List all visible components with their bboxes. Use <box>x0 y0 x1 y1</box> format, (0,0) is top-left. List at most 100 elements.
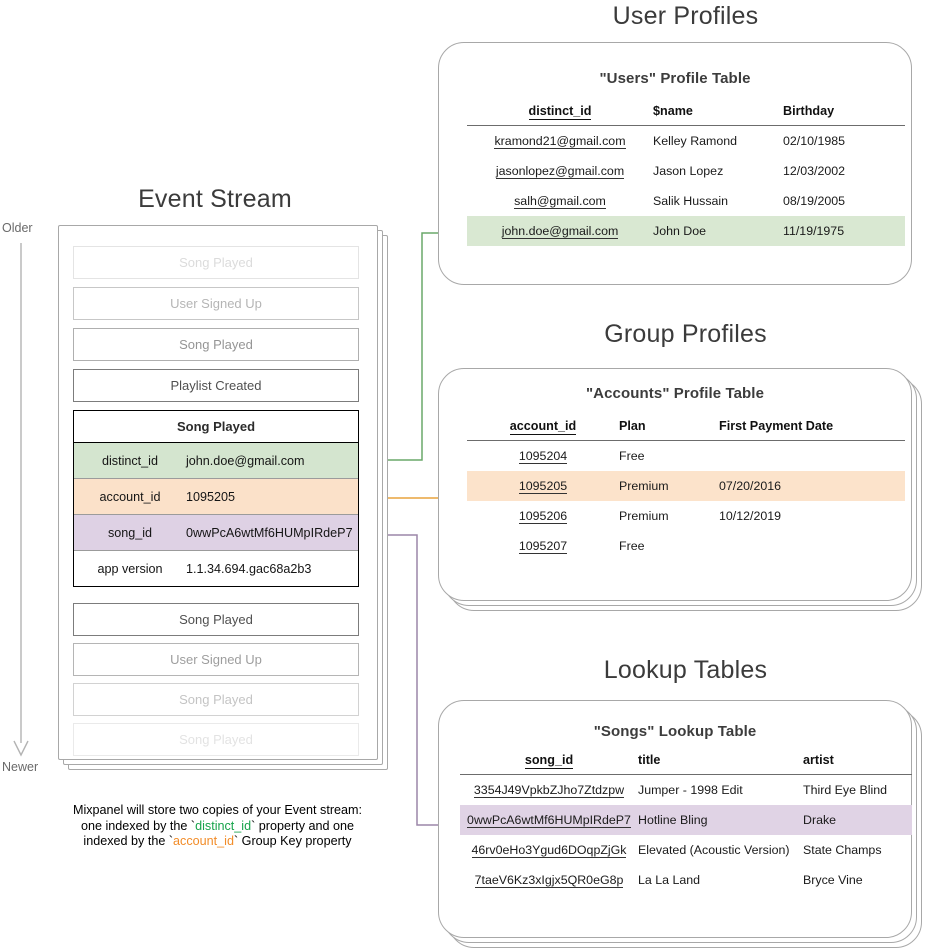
event-item-label: Song Played <box>179 692 253 707</box>
accounts-table-header-row: account_id Plan First Payment Date <box>467 419 905 441</box>
accounts-table-title: "Accounts" Profile Table <box>585 385 765 402</box>
selected-event-name: Song Played <box>74 411 358 443</box>
songs-col-song-id: song_id <box>524 753 574 769</box>
event-property-row-app-version[interactable]: app version 1.1.34.694.gac68a2b3 <box>74 551 358 587</box>
accounts-col-plan: Plan <box>619 419 646 433</box>
table-row[interactable]: salh@gmail.com Salik Hussain 08/19/2005 <box>467 186 905 216</box>
cell-title: Jumper - 1998 Edit <box>638 783 743 797</box>
cell-song-id: 46rv0eHo3Ygud6DOqpZjGk <box>471 843 627 858</box>
cell-artist: Drake <box>803 813 837 827</box>
songs-table-title: "Songs" Lookup Table <box>593 723 757 740</box>
users-table-wrapper: "Users" Profile Table distinct_id $name … <box>438 70 912 246</box>
cell-artist: State Champs <box>803 843 882 857</box>
table-row-highlighted[interactable]: 1095205 Premium 07/20/2016 <box>467 471 905 501</box>
users-table-header-row: distinct_id $name Birthday <box>467 104 905 126</box>
event-stream-caption: Mixpanel will store two copies of your E… <box>35 803 400 850</box>
cell-distinct-id: john.doe@gmail.com <box>501 224 619 239</box>
cell-birthday: 08/19/2005 <box>783 194 846 208</box>
songs-table-header-row: song_id title artist <box>460 753 912 775</box>
accounts-table: account_id Plan First Payment Date 10952… <box>467 419 905 561</box>
cell-title: La La Land <box>638 873 701 887</box>
cell-plan: Free <box>619 449 645 463</box>
cell-plan: Premium <box>619 509 669 523</box>
selected-event-card[interactable]: Song Played distinct_id john.doe@gmail.c… <box>73 410 359 587</box>
table-row[interactable]: 46rv0eHo3Ygud6DOqpZjGk Elevated (Acousti… <box>460 835 912 865</box>
cell-first-payment-date: 10/12/2019 <box>719 509 782 523</box>
event-item[interactable]: Playlist Created <box>73 369 359 402</box>
songs-col-title: title <box>638 753 661 767</box>
table-row[interactable]: 3354J49VpkbZJho7Ztdzpw Jumper - 1998 Edi… <box>460 775 912 806</box>
event-item-label: Playlist Created <box>170 378 262 393</box>
event-property-row-distinct-id[interactable]: distinct_id john.doe@gmail.com <box>74 443 358 479</box>
event-item[interactable]: Song Played <box>73 246 359 279</box>
caption-account-id-token: account_id <box>173 834 234 848</box>
event-item[interactable]: Song Played <box>73 603 359 636</box>
cell-first-payment-date <box>719 441 905 472</box>
accounts-col-account-id: account_id <box>509 419 577 435</box>
cell-plan: Premium <box>619 479 669 493</box>
cell-name: Salik Hussain <box>653 194 729 208</box>
cell-distinct-id: jasonlopez@gmail.com <box>495 164 625 179</box>
table-row[interactable]: 1095204 Free <box>467 441 905 472</box>
accounts-table-wrapper: "Accounts" Profile Table account_id Plan… <box>438 385 912 561</box>
event-item[interactable]: Song Played <box>73 723 359 756</box>
event-property-row-song-id[interactable]: song_id 0wwPcA6wtMf6HUMpIRdeP7 <box>74 515 358 551</box>
event-property-key: account_id <box>99 489 161 504</box>
table-row[interactable]: 7taeV6Kz3xIgjx5QR0eG8p La La Land Bryce … <box>460 865 912 895</box>
time-direction-arrow-icon <box>13 243 29 757</box>
users-table-title: "Users" Profile Table <box>599 70 751 87</box>
table-row[interactable]: kramond21@gmail.com Kelley Ramond 02/10/… <box>467 126 905 157</box>
table-row-highlighted[interactable]: 0wwPcA6wtMf6HUMpIRdeP7 Hotline Bling Dra… <box>460 805 912 835</box>
caption-line-2: one indexed by the `distinct_id` propert… <box>35 819 400 835</box>
event-item[interactable]: Song Played <box>73 328 359 361</box>
event-item[interactable]: User Signed Up <box>73 287 359 320</box>
event-property-row-account-id[interactable]: account_id 1095205 <box>74 479 358 515</box>
event-item-label: Song Played <box>179 337 253 352</box>
users-col-birthday: Birthday <box>783 104 835 118</box>
cell-title: Hotline Bling <box>638 813 708 827</box>
event-item[interactable]: User Signed Up <box>73 643 359 676</box>
songs-table-wrapper: "Songs" Lookup Table song_id title artis… <box>438 723 912 895</box>
users-col-distinct-id: distinct_id <box>528 104 592 120</box>
table-row[interactable]: 1095207 Free <box>467 531 905 561</box>
table-row[interactable]: 1095206 Premium 10/12/2019 <box>467 501 905 531</box>
songs-lookup-card <box>438 700 938 948</box>
cell-title: Elevated (Acoustic Version) <box>638 843 790 857</box>
users-card-layer-1 <box>438 42 912 285</box>
cell-first-payment-date: 07/20/2016 <box>719 479 782 493</box>
table-row-highlighted[interactable]: john.doe@gmail.com John Doe 11/19/1975 <box>467 216 905 246</box>
event-property-value: 1.1.34.694.gac68a2b3 <box>186 562 312 576</box>
event-property-key: song_id <box>107 525 153 540</box>
axis-newer-label: Newer <box>2 760 39 774</box>
event-item-label: User Signed Up <box>170 296 262 311</box>
cell-artist: Bryce Vine <box>803 873 863 887</box>
event-property-value: 1095205 <box>186 489 236 504</box>
songs-card-layer-1 <box>438 700 912 938</box>
cell-account-id: 1095205 <box>518 479 568 494</box>
cell-first-payment-date <box>719 531 905 561</box>
cell-artist: Third Eye Blind <box>803 783 888 797</box>
caption-distinct-id-token: distinct_id <box>195 818 252 833</box>
caption-line-3-c: ` Group Key property <box>233 834 352 848</box>
cell-birthday: 12/03/2002 <box>783 164 846 178</box>
table-row[interactable]: jasonlopez@gmail.com Jason Lopez 12/03/2… <box>467 156 905 186</box>
axis-older-label: Older <box>2 221 33 235</box>
event-item[interactable]: Song Played <box>73 683 359 716</box>
cell-song-id: 0wwPcA6wtMf6HUMpIRdeP7 <box>467 813 631 828</box>
group-profiles-title: Group Profiles <box>604 320 767 348</box>
cell-name: Kelley Ramond <box>653 134 738 148</box>
cell-plan: Free <box>619 539 645 553</box>
caption-line-2-c: ` property and one <box>251 818 355 833</box>
event-item-label: Song Played <box>179 255 253 270</box>
event-property-key: app version <box>97 562 163 576</box>
users-profile-card <box>438 42 938 285</box>
caption-line-3-a: indexed by the ` <box>83 834 174 848</box>
cell-account-id: 1095206 <box>518 509 568 524</box>
cell-name: Jason Lopez <box>653 164 724 178</box>
songs-col-artist: artist <box>803 753 834 767</box>
event-stream-title: Event Stream <box>138 185 292 213</box>
cell-distinct-id: salh@gmail.com <box>514 194 606 209</box>
cell-song-id: 7taeV6Kz3xIgjx5QR0eG8p <box>474 873 624 888</box>
event-property-value: 0wwPcA6wtMf6HUMpIRdeP7 <box>186 525 353 540</box>
cell-birthday: 02/10/1985 <box>783 134 846 148</box>
